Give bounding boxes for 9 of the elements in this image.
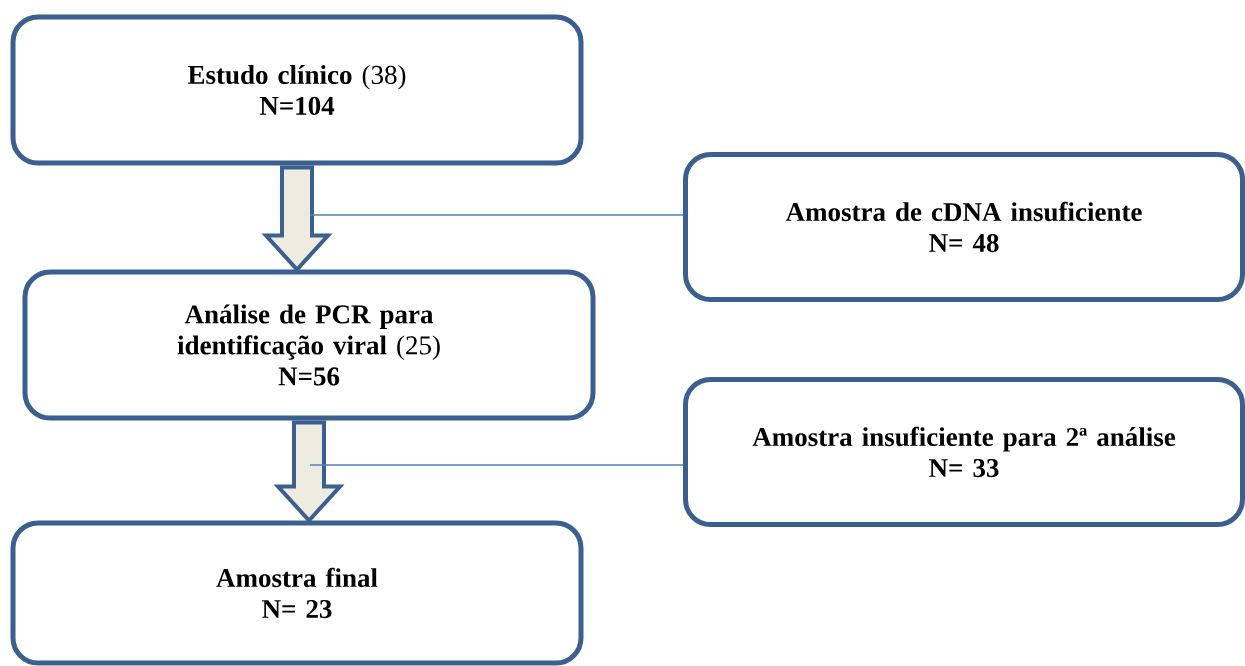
block-arrow	[273, 420, 345, 524]
exclusion-box: Amostra insuficiente para 2ª análise N= 33	[683, 377, 1245, 527]
connector-line	[309, 464, 684, 466]
process-box: Amostra final N= 23	[10, 520, 584, 666]
exclusion-box: Amostra de cDNA insuficiente N= 48	[683, 152, 1245, 302]
process-box: Estudo clínico (38) N=104	[10, 14, 584, 166]
connector-line	[309, 214, 684, 216]
block-arrow	[261, 165, 333, 273]
process-box: Análise de PCR para identificação viral (25) N=56	[22, 269, 596, 421]
